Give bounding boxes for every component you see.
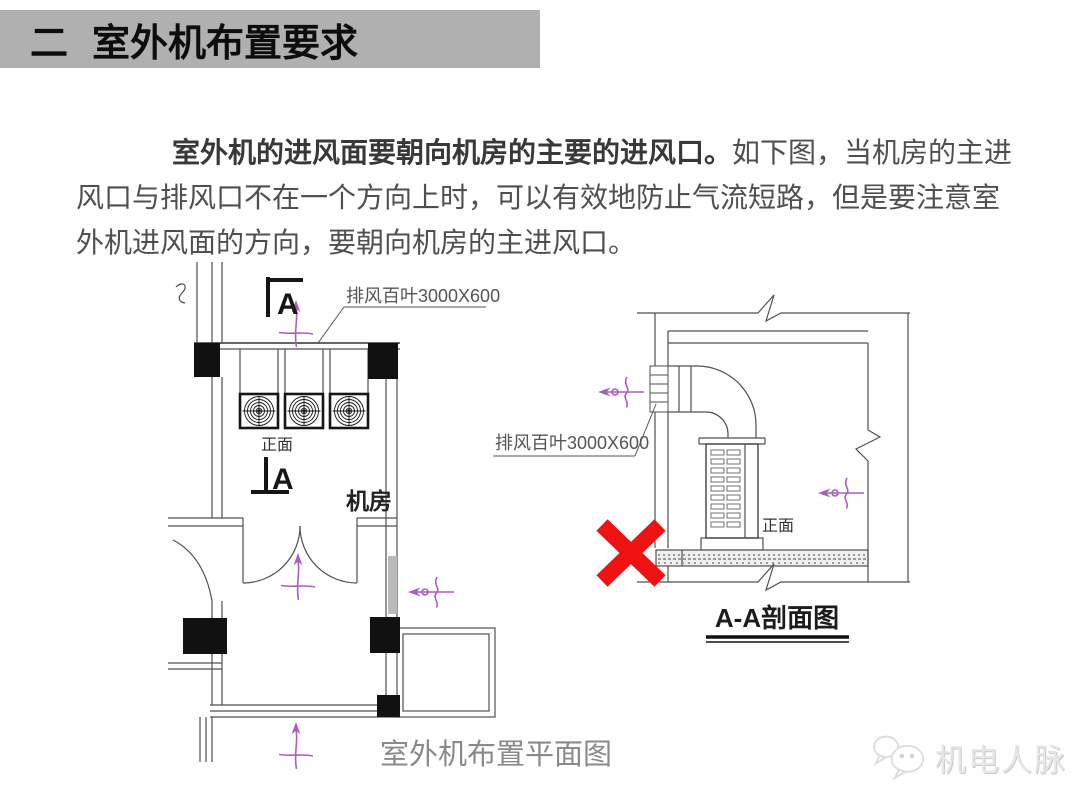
exhaust-duct-elbow <box>668 365 766 445</box>
room-label: 机房 <box>346 488 392 514</box>
page-title: 室外机布置要求 <box>92 22 359 65</box>
watermark: 机电人脉 <box>870 731 1067 783</box>
plan-view-drawing: A A 排风百叶3000X600 正面 机房 <box>168 262 500 770</box>
exhaust-louver <box>649 365 669 413</box>
door-swing-arc <box>242 525 301 584</box>
section-marker-letter: A <box>272 463 294 496</box>
section-marker-letter: A <box>277 288 299 321</box>
platform-outline <box>396 627 496 718</box>
unit-front-label: 正面 <box>762 518 794 535</box>
door-swing-arc <box>299 525 358 584</box>
fans-front-label: 正面 <box>261 437 293 454</box>
structural-columns <box>183 343 400 717</box>
section-caption: A-A剖面图 <box>715 603 839 633</box>
wechat-bubbles-icon <box>873 735 925 781</box>
paragraph-body: 如下图，当机房的主进风口与排风口不在一个方向上时，可以有效地防止气流短路，但是要… <box>76 137 1013 258</box>
header-bar: 二 室外机布置要求 <box>0 10 540 68</box>
plan-louver-label: 排风百叶3000X600 <box>346 286 500 306</box>
plan-caption: 室外机布置平面图 <box>380 739 613 771</box>
wall-break-squiggle <box>175 283 186 304</box>
section-louver-label: 排风百叶3000X600 <box>495 433 649 453</box>
section-view-drawing: 排风百叶3000X600 正面 A-A剖面图 <box>493 294 910 643</box>
outdoor-unit-fans <box>238 392 370 430</box>
label-leader-line <box>317 306 345 344</box>
section-structure <box>637 294 910 592</box>
door-swing-arc <box>172 539 213 602</box>
body-paragraph: 室外机的进风面要朝向机房的主要的进风口。如下图，当机房的主进风口与排风口不在一个… <box>76 130 1024 265</box>
red-x-icon <box>596 519 666 587</box>
section-marker-bottom: A <box>251 457 294 496</box>
section-number: 二 <box>30 22 69 65</box>
ceiling-line <box>637 294 910 323</box>
wall-louver-strip <box>388 556 397 614</box>
watermark-text: 机电人脉 <box>935 742 1067 778</box>
label-leader-line <box>634 403 657 457</box>
airflow-arrows <box>278 299 455 770</box>
platform-outline <box>402 633 490 712</box>
floor-line <box>637 563 910 592</box>
paragraph-lead: 室外机的进风面要朝向机房的主要的进风口。 <box>172 137 733 168</box>
plan-walls <box>168 262 496 762</box>
section-marker-top: A <box>266 277 303 321</box>
outdoor-unit <box>700 443 764 551</box>
wall-break <box>854 429 882 462</box>
